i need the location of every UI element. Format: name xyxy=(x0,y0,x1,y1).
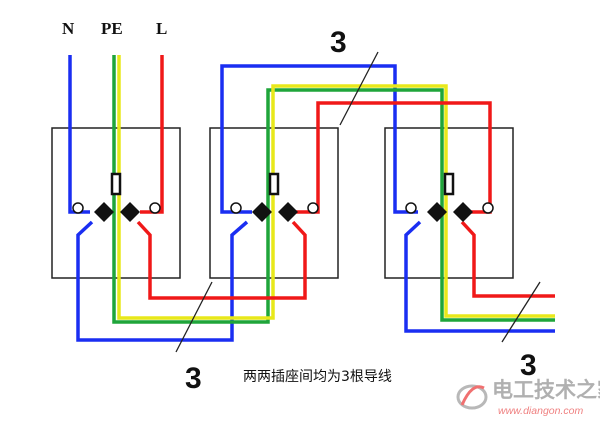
earth-supply-wire-green xyxy=(112,55,555,324)
slash-mark-left xyxy=(175,281,213,353)
site-watermark: 电工技术之家 www.diangon.com xyxy=(456,378,600,417)
slash-mark-right xyxy=(501,281,541,343)
watermark-logo-icon xyxy=(456,384,488,410)
live-contact-icon xyxy=(278,202,298,222)
neutral-out-3 xyxy=(404,220,555,333)
neutral-contact-icon xyxy=(94,202,114,222)
slash-mark-top xyxy=(339,51,379,126)
conductor-count-top: 3 xyxy=(330,26,347,59)
live-out-3 xyxy=(460,220,555,298)
conductor-count-right: 3 xyxy=(520,349,537,382)
socket-1-contacts xyxy=(72,172,161,222)
socket-box-3 xyxy=(384,127,514,279)
neutral-loop-1-2 xyxy=(76,220,249,342)
conductor-slash-marks xyxy=(175,51,541,353)
socket-2-contacts xyxy=(230,172,319,222)
neutral-supply-wire xyxy=(68,55,90,214)
terminal-label-n: N xyxy=(62,19,75,38)
socket-box-1 xyxy=(51,127,181,279)
terminal-label-pe: PE xyxy=(101,19,123,38)
terminal-screw-icon xyxy=(230,202,242,214)
watermark-url: www.diangon.com xyxy=(498,405,583,417)
earth-pin-icon xyxy=(110,172,122,196)
neutral-contact-icon xyxy=(427,202,447,222)
earth-supply-wire-yellow xyxy=(117,55,555,320)
socket-boxes xyxy=(51,127,514,279)
terminal-screw-icon xyxy=(149,202,161,214)
terminal-screw-icon xyxy=(72,202,84,214)
terminal-screw-icon xyxy=(307,202,319,214)
watermark-text: 电工技术之家 xyxy=(492,378,600,402)
live-supply-wire xyxy=(140,55,164,214)
diagram-caption: 两两插座间均为3根导线 xyxy=(243,369,392,385)
neutral-top-link xyxy=(220,64,418,214)
terminal-label-l: L xyxy=(156,19,167,38)
earth-pin-icon xyxy=(443,172,455,196)
socket-internals xyxy=(72,172,494,222)
neutral-contact-icon xyxy=(252,202,272,222)
live-contact-icon xyxy=(120,202,140,222)
live-loop-1-2 xyxy=(136,220,307,300)
live-contact-icon xyxy=(453,202,473,222)
terminal-screw-icon xyxy=(405,202,417,214)
earth-pin-icon xyxy=(268,172,280,196)
terminal-screw-icon xyxy=(482,202,494,214)
socket-3-contacts xyxy=(405,172,494,222)
conductor-count-left: 3 xyxy=(185,362,202,395)
